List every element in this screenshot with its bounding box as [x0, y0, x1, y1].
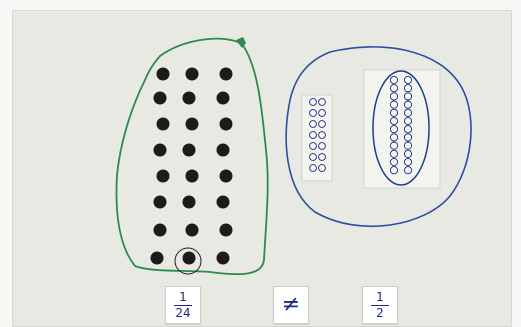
numbered-counter — [404, 134, 411, 141]
counter — [154, 196, 167, 209]
not-equal-card: ≠ — [273, 286, 309, 324]
numbered-counter — [390, 126, 397, 133]
counter — [183, 252, 196, 265]
counter — [154, 92, 167, 105]
numbered-counter — [310, 121, 317, 128]
counter — [220, 68, 233, 81]
numbered-counter — [404, 158, 411, 165]
numbered-counter — [319, 121, 326, 128]
counter — [186, 118, 199, 131]
counter — [157, 118, 170, 131]
numbered-counter — [404, 117, 411, 124]
numbered-counter — [390, 150, 397, 157]
counter — [220, 224, 233, 237]
counter — [217, 144, 230, 157]
numbered-counter — [319, 99, 326, 106]
numbered-counter — [310, 154, 317, 161]
numbered-counter — [310, 110, 317, 117]
fraction-card-one-twenty-fourth: 1 24 — [165, 286, 201, 324]
numbered-counter — [390, 76, 397, 83]
numbered-counter — [390, 134, 397, 141]
counter — [217, 252, 230, 265]
left-counters-group — [151, 68, 233, 265]
counter — [220, 170, 233, 183]
numbered-counter — [390, 142, 397, 149]
fraction-card-one-half: 1 2 — [362, 286, 398, 324]
counter — [157, 68, 170, 81]
numbered-counter — [404, 167, 411, 174]
counter — [151, 252, 164, 265]
numbered-counter — [310, 165, 317, 172]
numbered-counter — [319, 165, 326, 172]
counter — [154, 224, 167, 237]
fraction-denominator: 2 — [376, 307, 384, 320]
counter — [217, 196, 230, 209]
fraction-denominator: 24 — [175, 307, 190, 320]
numbered-counter — [390, 109, 397, 116]
numbered-counter — [310, 132, 317, 139]
numbered-counter — [319, 110, 326, 117]
numbered-counter — [404, 150, 411, 157]
numbered-counter — [404, 101, 411, 108]
counter — [183, 144, 196, 157]
small-counter-card — [302, 95, 332, 181]
numbered-counter — [310, 143, 317, 150]
numbered-counter — [390, 117, 397, 124]
counter — [183, 196, 196, 209]
fraction-numerator: 1 — [179, 291, 187, 304]
counter — [186, 68, 199, 81]
numbered-counter — [390, 167, 397, 174]
numbered-counter — [319, 143, 326, 150]
counter — [154, 144, 167, 157]
numbered-counter — [404, 142, 411, 149]
numbered-counter — [319, 132, 326, 139]
counter — [186, 170, 199, 183]
numbered-counter — [390, 85, 397, 92]
counter — [157, 170, 170, 183]
numbered-counter — [404, 126, 411, 133]
numbered-counter — [404, 85, 411, 92]
numbered-counter — [404, 76, 411, 83]
counter — [183, 92, 196, 105]
numbered-counter — [319, 154, 326, 161]
numbered-counter — [404, 93, 411, 100]
numbered-counter — [390, 93, 397, 100]
numbered-counter — [390, 101, 397, 108]
numbered-counter — [404, 109, 411, 116]
numbered-counter — [310, 99, 317, 106]
counter — [217, 92, 230, 105]
counter — [186, 224, 199, 237]
numbered-counter — [390, 158, 397, 165]
fraction-numerator: 1 — [376, 291, 384, 304]
not-equal-symbol: ≠ — [282, 294, 300, 316]
counter — [220, 118, 233, 131]
